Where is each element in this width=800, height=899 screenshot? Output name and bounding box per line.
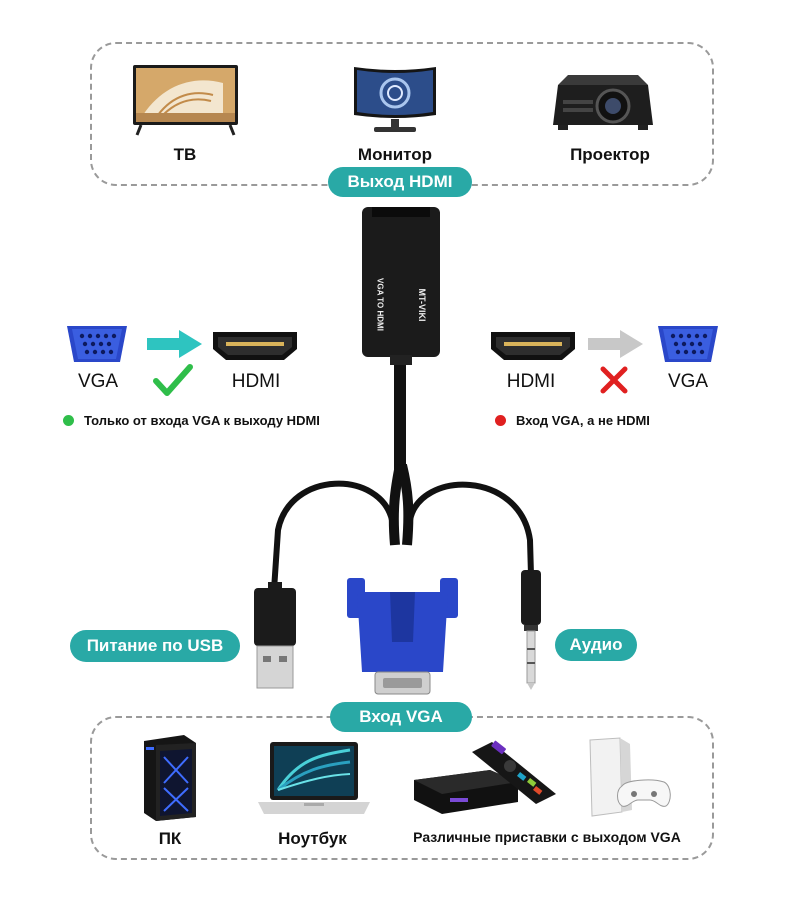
output-label-projector: Проектор	[570, 145, 650, 164]
usb-plug-icon	[254, 582, 296, 689]
output-label-tv: ТВ	[173, 145, 197, 164]
hdmi-port-icon	[213, 332, 297, 360]
input-label-set-top-box: Различные приставки с выходом VGA	[413, 829, 681, 845]
projector-icon	[553, 75, 653, 130]
checkmark-icon	[153, 364, 193, 396]
vga-port-icon	[67, 326, 127, 362]
set-top-box-icon	[414, 740, 556, 814]
vga-port-icon	[658, 326, 718, 362]
hdmi-port-icon	[491, 332, 575, 360]
tv-icon	[133, 65, 238, 136]
input-label-pc: ПК	[158, 829, 182, 848]
direction-bad-from: HDMI	[506, 371, 556, 392]
game-console-icon	[589, 737, 671, 817]
direction-bad-note: Вход VGA, а не HDMI	[495, 413, 650, 428]
input-label-laptop: Ноутбук	[278, 829, 347, 848]
usb-power-badge: Питание по USB	[70, 630, 240, 662]
arrow-right-gray-icon	[588, 330, 643, 358]
hdmi-output-badge: Выход HDMI	[328, 167, 472, 197]
hdmi-adapter-body	[362, 207, 440, 365]
adapter-brand-text: MT-VIKI	[417, 288, 427, 322]
direction-ok-note: Только от входа VGA к выходу HDMI	[63, 413, 320, 428]
laptop-icon	[258, 742, 370, 814]
arrow-right-icon	[147, 330, 202, 358]
output-label-monitor: Монитор	[357, 145, 433, 164]
audio-badge: Аудио	[555, 629, 637, 661]
green-dot-icon	[63, 415, 74, 426]
vga-connector-icon	[347, 578, 458, 695]
adapter-model-text: VGA TO HDMI	[375, 278, 385, 331]
direction-ok-from: VGA	[77, 371, 119, 392]
cross-icon	[600, 366, 628, 394]
direction-bad-note-text: Вход VGA, а не HDMI	[516, 413, 650, 428]
direction-bad-to: VGA	[667, 371, 709, 392]
monitor-icon	[354, 67, 436, 132]
pc-tower-icon	[144, 735, 196, 821]
direction-ok-note-text: Только от входа VGA к выходу HDMI	[84, 413, 320, 428]
vga-input-badge: Вход VGA	[330, 702, 472, 732]
audio-jack-icon	[521, 570, 541, 690]
direction-ok-to: HDMI	[231, 371, 281, 392]
red-dot-icon	[495, 415, 506, 426]
